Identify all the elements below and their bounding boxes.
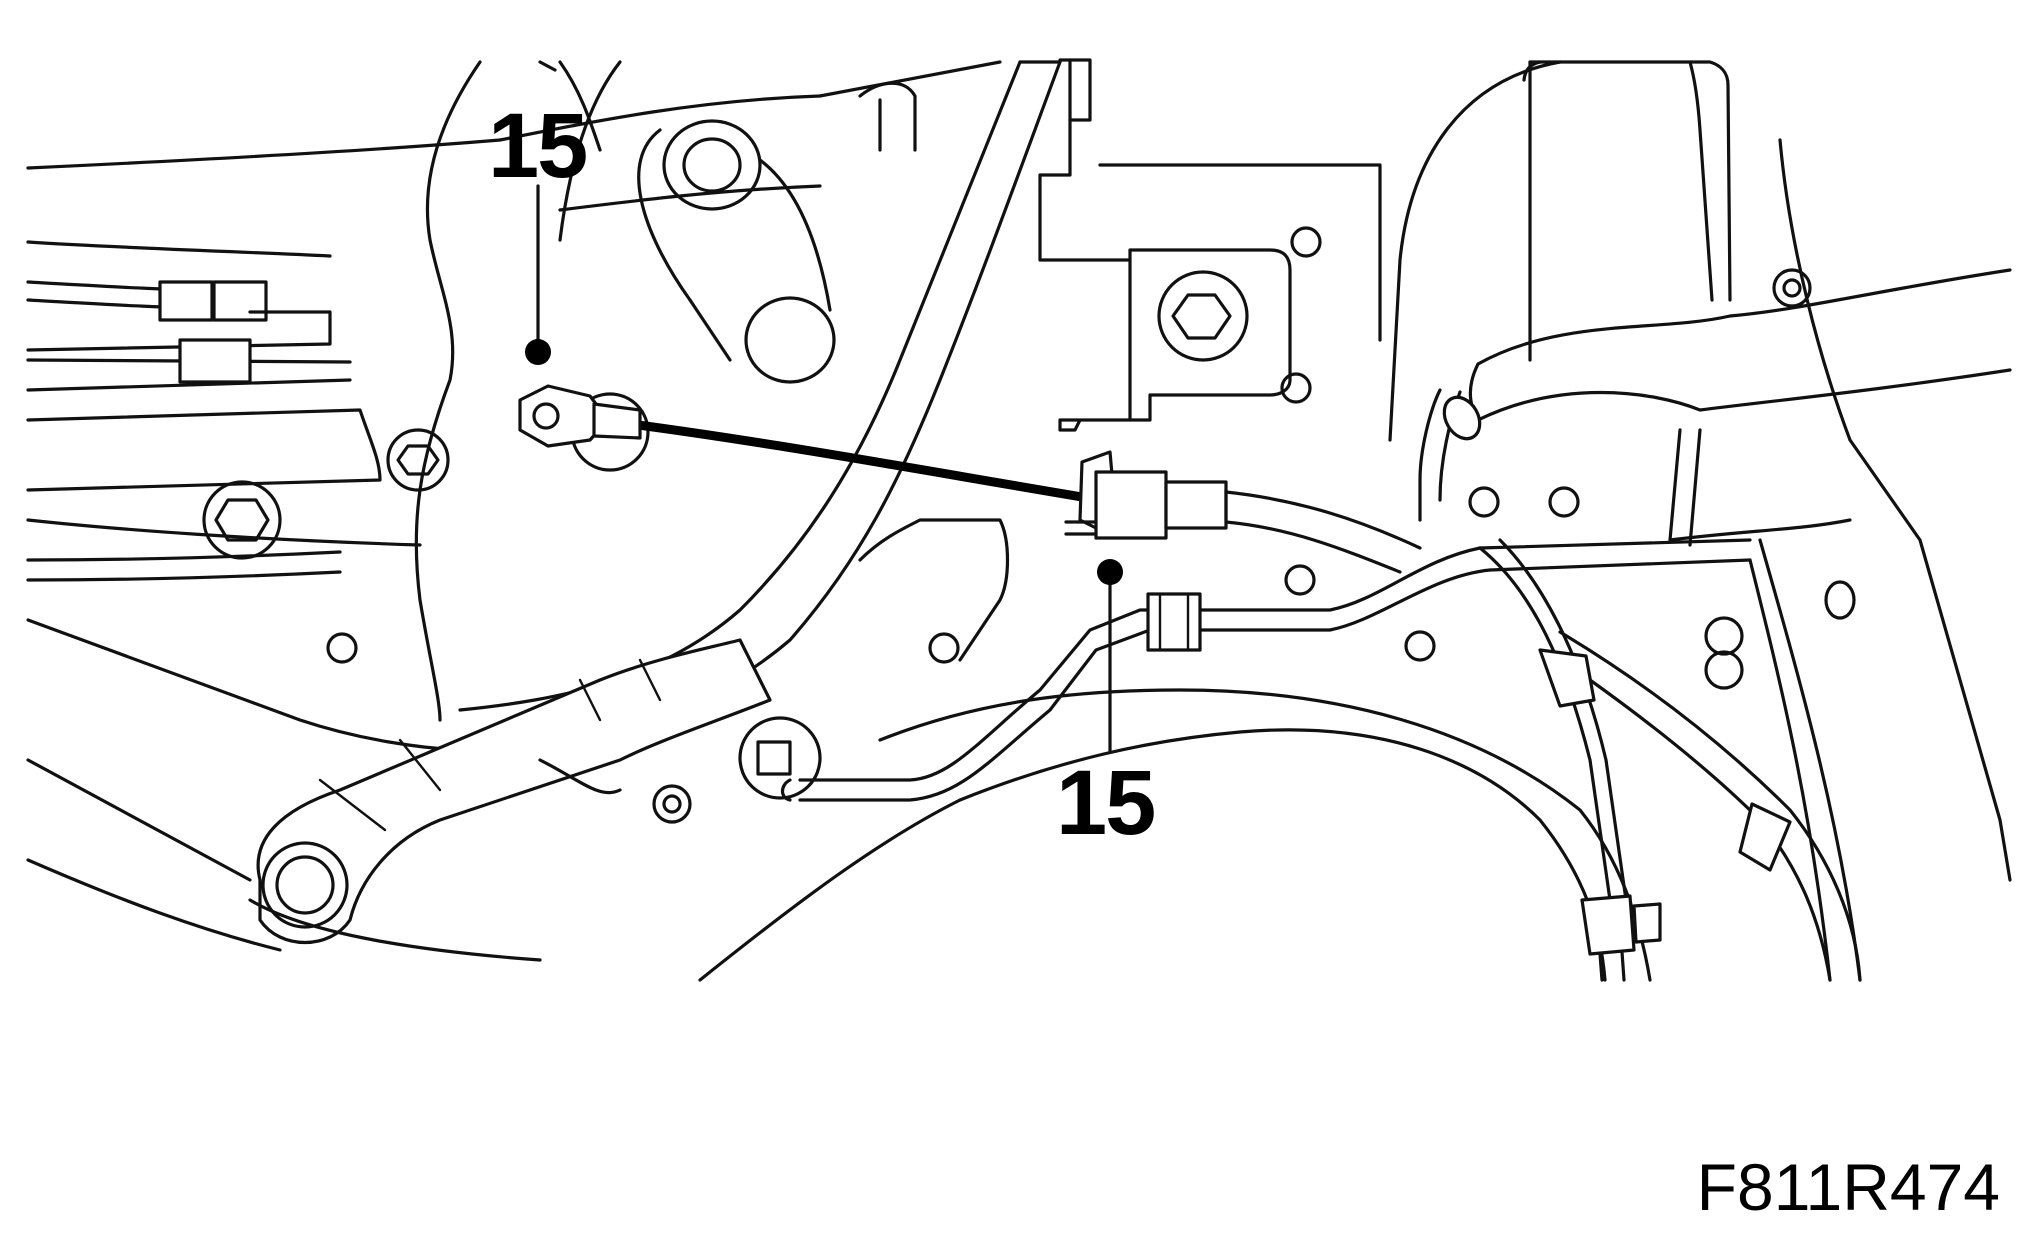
callout-label-bottom: 15 (1056, 752, 1156, 854)
left-harness-block (26, 280, 382, 582)
sensor-cable (518, 384, 1105, 505)
callout-label-top: 15 (488, 95, 588, 197)
mounting-plate (326, 226, 1856, 824)
callout-dot-top (525, 339, 551, 365)
figure-code: F811R474 (1696, 1150, 2000, 1224)
vehicle-body-structure (26, 58, 2012, 982)
callout-leaders (525, 184, 1123, 754)
sensor-connector (1064, 450, 1422, 574)
bolt-heads (202, 392, 822, 800)
lever-bracket-assembly (248, 60, 1652, 982)
callout-dot-bottom (1097, 559, 1123, 585)
brake-pipes (780, 388, 1862, 982)
